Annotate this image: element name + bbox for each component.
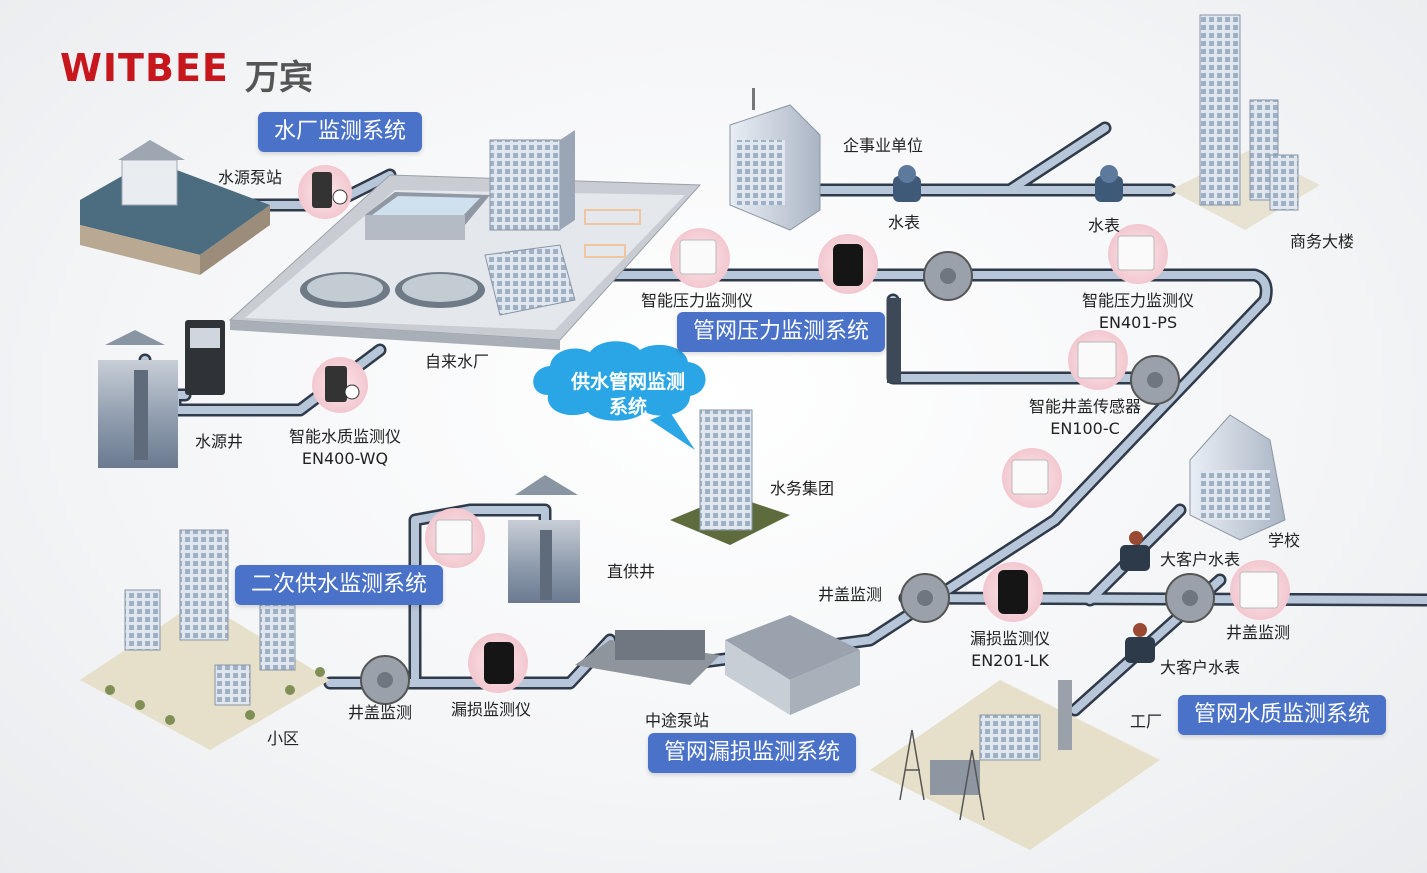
label-big-meter-1: 大客户水表: [1160, 550, 1241, 569]
label-waterworks: 自来水厂: [425, 352, 490, 371]
label-wq-device: 智能水质监测仪: [288, 427, 402, 446]
leak-monitor-icon: [468, 633, 528, 693]
source-well-illustration: [98, 320, 225, 468]
manhole-sensor-icon: [1002, 448, 1062, 508]
factory-illustration: [870, 680, 1160, 850]
label-leak-device-left: 漏损监测仪: [451, 700, 532, 719]
label-business-building: 商务大楼: [1290, 232, 1355, 251]
water-meter-icon: [893, 165, 921, 202]
enterprise-illustration: [729, 88, 821, 231]
business-tower-illustration: [1170, 14, 1320, 230]
label-community: 小区: [267, 729, 300, 748]
pressure-monitor-icon: [670, 228, 730, 288]
label-pressure-right: 智能压力监测仪: [1081, 291, 1195, 310]
label-leak-model: EN201-LK: [971, 651, 1049, 670]
manhole-cover: [360, 655, 410, 705]
label-source-well: 水源井: [195, 432, 244, 451]
direct-well-illustration: [508, 475, 580, 603]
quality-system-label: 管网水质监测系统: [1178, 695, 1387, 735]
brand-logo-en: WITBEE: [60, 46, 229, 90]
manhole-cover: [923, 251, 973, 301]
label-direct-well: 直供井: [607, 562, 656, 581]
community-illustration: [80, 529, 330, 750]
leak-system-label: 管网漏损监测系统: [648, 733, 857, 773]
label-relay-pump: 中途泵站: [645, 711, 710, 730]
label-wq-model: EN400-WQ: [301, 449, 389, 468]
label-meter-2: 水表: [1088, 216, 1121, 235]
source-pump-illustration: [80, 140, 270, 275]
label-manhole-sensor: 智能井盖传感器: [1028, 397, 1142, 416]
cloud-line-2: 系统: [608, 396, 647, 418]
label-source-pump: 水源泵站: [218, 168, 283, 187]
label-manhole-monitor-left: 井盖监测: [348, 703, 413, 722]
pressure-monitor-icon: [1108, 224, 1168, 284]
manhole-cover: [1130, 355, 1180, 405]
cloud-shape: [533, 341, 706, 450]
label-water-group: 水务集团: [770, 479, 835, 498]
waterworks-illustration: [228, 130, 702, 350]
relay-pump-illustration: [575, 615, 860, 715]
leak-monitor-icon: [983, 562, 1043, 622]
label-leak-device-right: 漏损监测仪: [969, 629, 1051, 648]
label-manhole-model: EN100-C: [1050, 419, 1120, 438]
label-big-meter-2: 大客户水表: [1160, 658, 1241, 677]
manhole-cover: [1165, 573, 1215, 623]
plant-system-label: 水厂监测系统: [258, 112, 423, 152]
cloud-line-1: 供水管网监测: [570, 371, 685, 393]
label-school: 学校: [1268, 531, 1301, 550]
pressure-system-label: 管网压力监测系统: [677, 312, 886, 352]
pressure-monitor-icon: [425, 508, 485, 568]
label-meter-1: 水表: [888, 213, 921, 232]
booster-pump-illustration: [887, 298, 901, 383]
label-factory: 工厂: [1130, 712, 1163, 731]
manhole-sensor-icon: [1068, 330, 1128, 390]
water-meter-icon: [1095, 165, 1123, 202]
label-pressure-left: 智能压力监测仪: [640, 291, 754, 310]
pump-station-sensor-icon: [298, 165, 352, 219]
school-illustration: [1189, 414, 1286, 541]
label-manhole-monitor-mid: 井盖监测: [818, 585, 883, 604]
manhole-sensor-icon: [1230, 560, 1290, 620]
brand-logo-cn: 万宾: [245, 58, 313, 98]
label-enterprise: 企事业单位: [843, 136, 924, 155]
secondary-system-label: 二次供水监测系统: [235, 565, 444, 605]
cloud-label: 供水管网监测 系统: [553, 370, 703, 420]
manhole-cover: [900, 573, 950, 623]
water-quality-device-icon: [312, 357, 368, 413]
leak-monitor-icon: [818, 234, 878, 294]
water-group-illustration: [670, 409, 790, 545]
big-meter-icon: [1125, 623, 1155, 663]
label-manhole-monitor-right: 井盖监测: [1226, 623, 1291, 642]
label-pressure-model: EN401-PS: [1098, 313, 1178, 332]
big-meter-icon: [1120, 531, 1150, 571]
